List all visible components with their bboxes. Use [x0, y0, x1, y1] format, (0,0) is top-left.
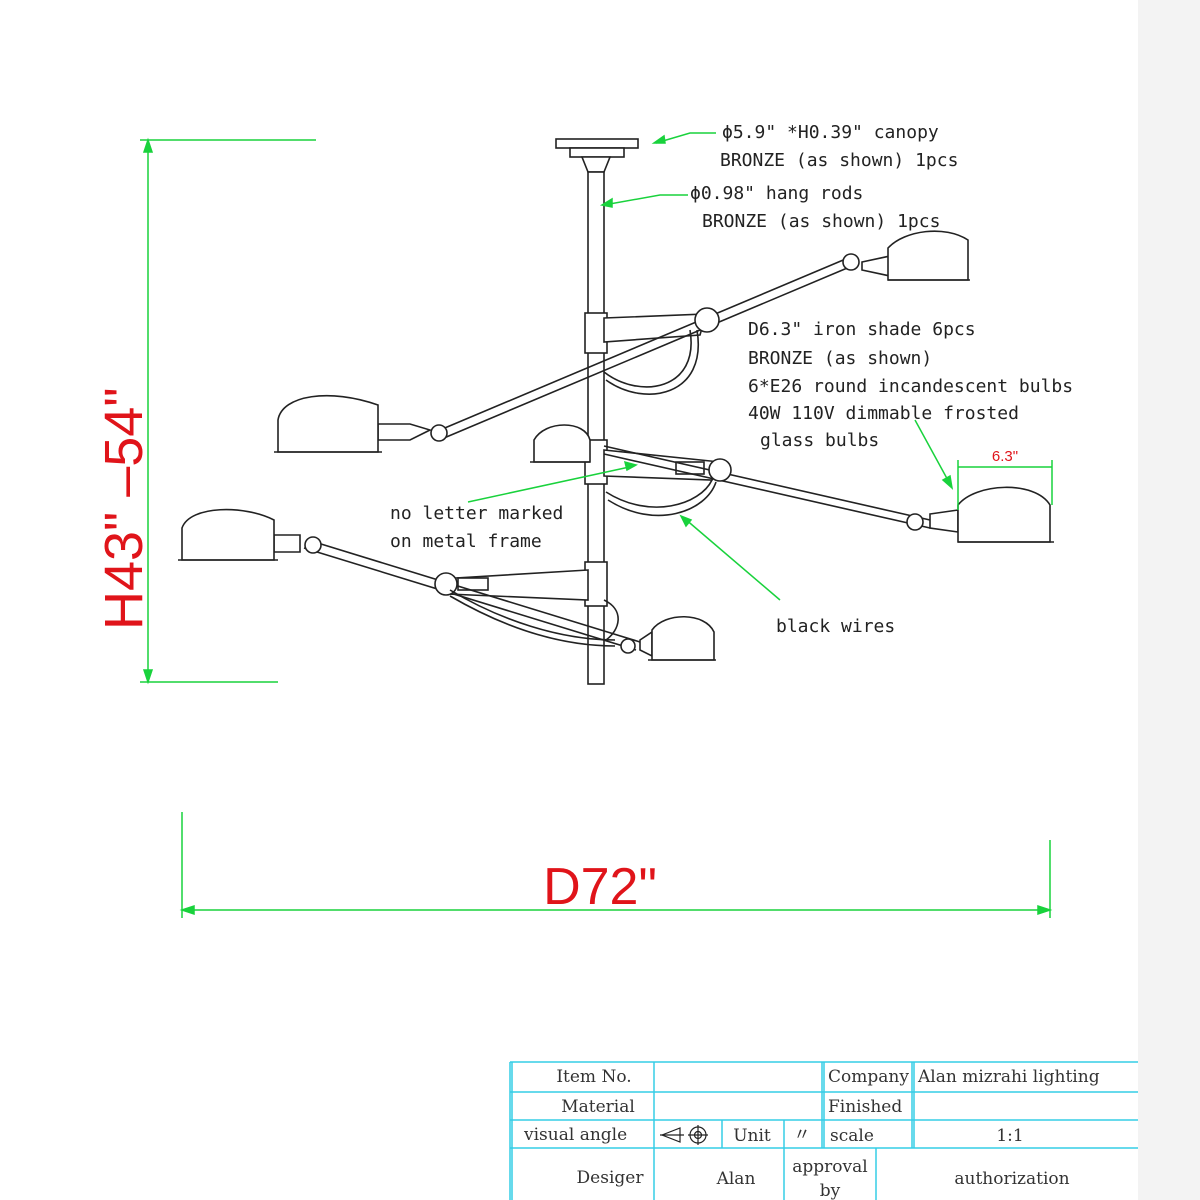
company-value: Alan mizrahi lighting: [917, 1067, 1100, 1087]
designer-label: Desiger: [577, 1168, 645, 1188]
page-edge: [1138, 0, 1200, 1200]
shade-width-label: 6.3": [992, 448, 1018, 465]
shade-annotation-line4: 40W 110V dimmable frosted: [748, 403, 1019, 424]
canopy-leader: [655, 132, 716, 144]
frame-leader: [467, 465, 635, 503]
wires-leader: [683, 517, 781, 601]
canopy-annotation-line2: BRONZE (as shown) 1pcs: [720, 150, 958, 171]
lamp-shade-lower-right: [639, 615, 716, 661]
canopy-annotation-line1: ϕ5.9" *H0.39" canopy: [722, 122, 939, 143]
rod-leader: [603, 194, 688, 206]
unit-label: Unit: [733, 1126, 771, 1146]
authorization-label: authorization: [954, 1169, 1069, 1189]
upper-wire-2: [605, 329, 700, 395]
lower-wire-2: [449, 595, 616, 647]
shade-annotation-line1: D6.3" iron shade 6pcs: [748, 319, 976, 340]
frame-annotation-line1: no letter marked: [390, 503, 563, 524]
height-dimension-label: H43" –54": [94, 388, 154, 631]
lower-arm-inner: [303, 547, 637, 651]
lower-arm-right-joint: [620, 638, 636, 654]
middle-wire: [605, 479, 713, 508]
lower-arm-end-joint: [304, 536, 322, 554]
lower-wire: [449, 589, 616, 641]
canopy-base: [569, 147, 625, 158]
upper-arm-joint: [694, 307, 720, 333]
lamp-shade-upper-left: [274, 394, 433, 453]
designer-value: Alan: [716, 1169, 756, 1189]
upper-arm-end-joint-right: [842, 253, 860, 271]
shade-leader: [914, 419, 951, 485]
shade-annotation-line3: 6*E26 round incandescent bulbs: [748, 376, 1073, 397]
finished-label: Finished: [828, 1097, 902, 1117]
approval-label-line2: by: [820, 1181, 841, 1200]
projection-symbol-icon: [660, 1125, 708, 1145]
lamp-shade-upper-right: [861, 230, 970, 281]
wires-annotation: black wires: [776, 616, 895, 637]
lamp-shade-right: [929, 486, 1054, 543]
unit-value: 〃: [794, 1125, 811, 1145]
title-block: [509, 1061, 1138, 1200]
rod-annotation-line1: ϕ0.98" hang rods: [690, 183, 863, 204]
canopy: [555, 138, 639, 149]
scale-value: 1:1: [996, 1126, 1023, 1146]
lower-wire-3: [603, 599, 619, 641]
middle-wire-2: [607, 481, 717, 517]
frame-annotation-line2: on metal frame: [390, 531, 542, 552]
upper-arm-inner: [443, 265, 853, 439]
approval-label-line1: approval: [792, 1157, 867, 1177]
visual-angle-label: visual angle: [523, 1125, 627, 1145]
lamp-shade-middle-left: [530, 424, 591, 463]
lower-arm-joint: [434, 572, 458, 596]
upper-wire: [603, 329, 692, 388]
lamp-shade-lower-left: [178, 508, 301, 561]
chandelier-drawing: [178, 138, 1054, 685]
company-label: Company: [828, 1067, 909, 1087]
leader-lines: [140, 132, 1053, 918]
shade-annotation-line2: BRONZE (as shown): [748, 348, 932, 369]
scale-label: scale: [830, 1126, 874, 1146]
central-rod: [587, 171, 605, 685]
material-label: Material: [561, 1097, 635, 1117]
middle-arm-inner: [603, 453, 931, 529]
shade-annotation-line5: glass bulbs: [760, 430, 879, 451]
item-no-label: Item No.: [556, 1067, 631, 1087]
annotations: ϕ5.9" *H0.39" canopy BRONZE (as shown) 1…: [390, 122, 1073, 637]
middle-arm-end-joint: [906, 513, 924, 531]
middle-arm: [603, 445, 931, 521]
middle-arm-joint: [708, 458, 732, 482]
rod-annotation-line2: BRONZE (as shown) 1pcs: [702, 211, 940, 232]
lower-arm: [307, 539, 641, 643]
upper-arm-end-joint-left: [430, 424, 448, 442]
upper-bracket: [603, 313, 708, 343]
diameter-dimension-label: D72": [543, 858, 657, 916]
upper-arm: [439, 257, 849, 431]
title-block-text: Item No. Company Alan mizrahi lighting M…: [523, 1067, 1100, 1200]
rod-cap: [580, 156, 612, 173]
